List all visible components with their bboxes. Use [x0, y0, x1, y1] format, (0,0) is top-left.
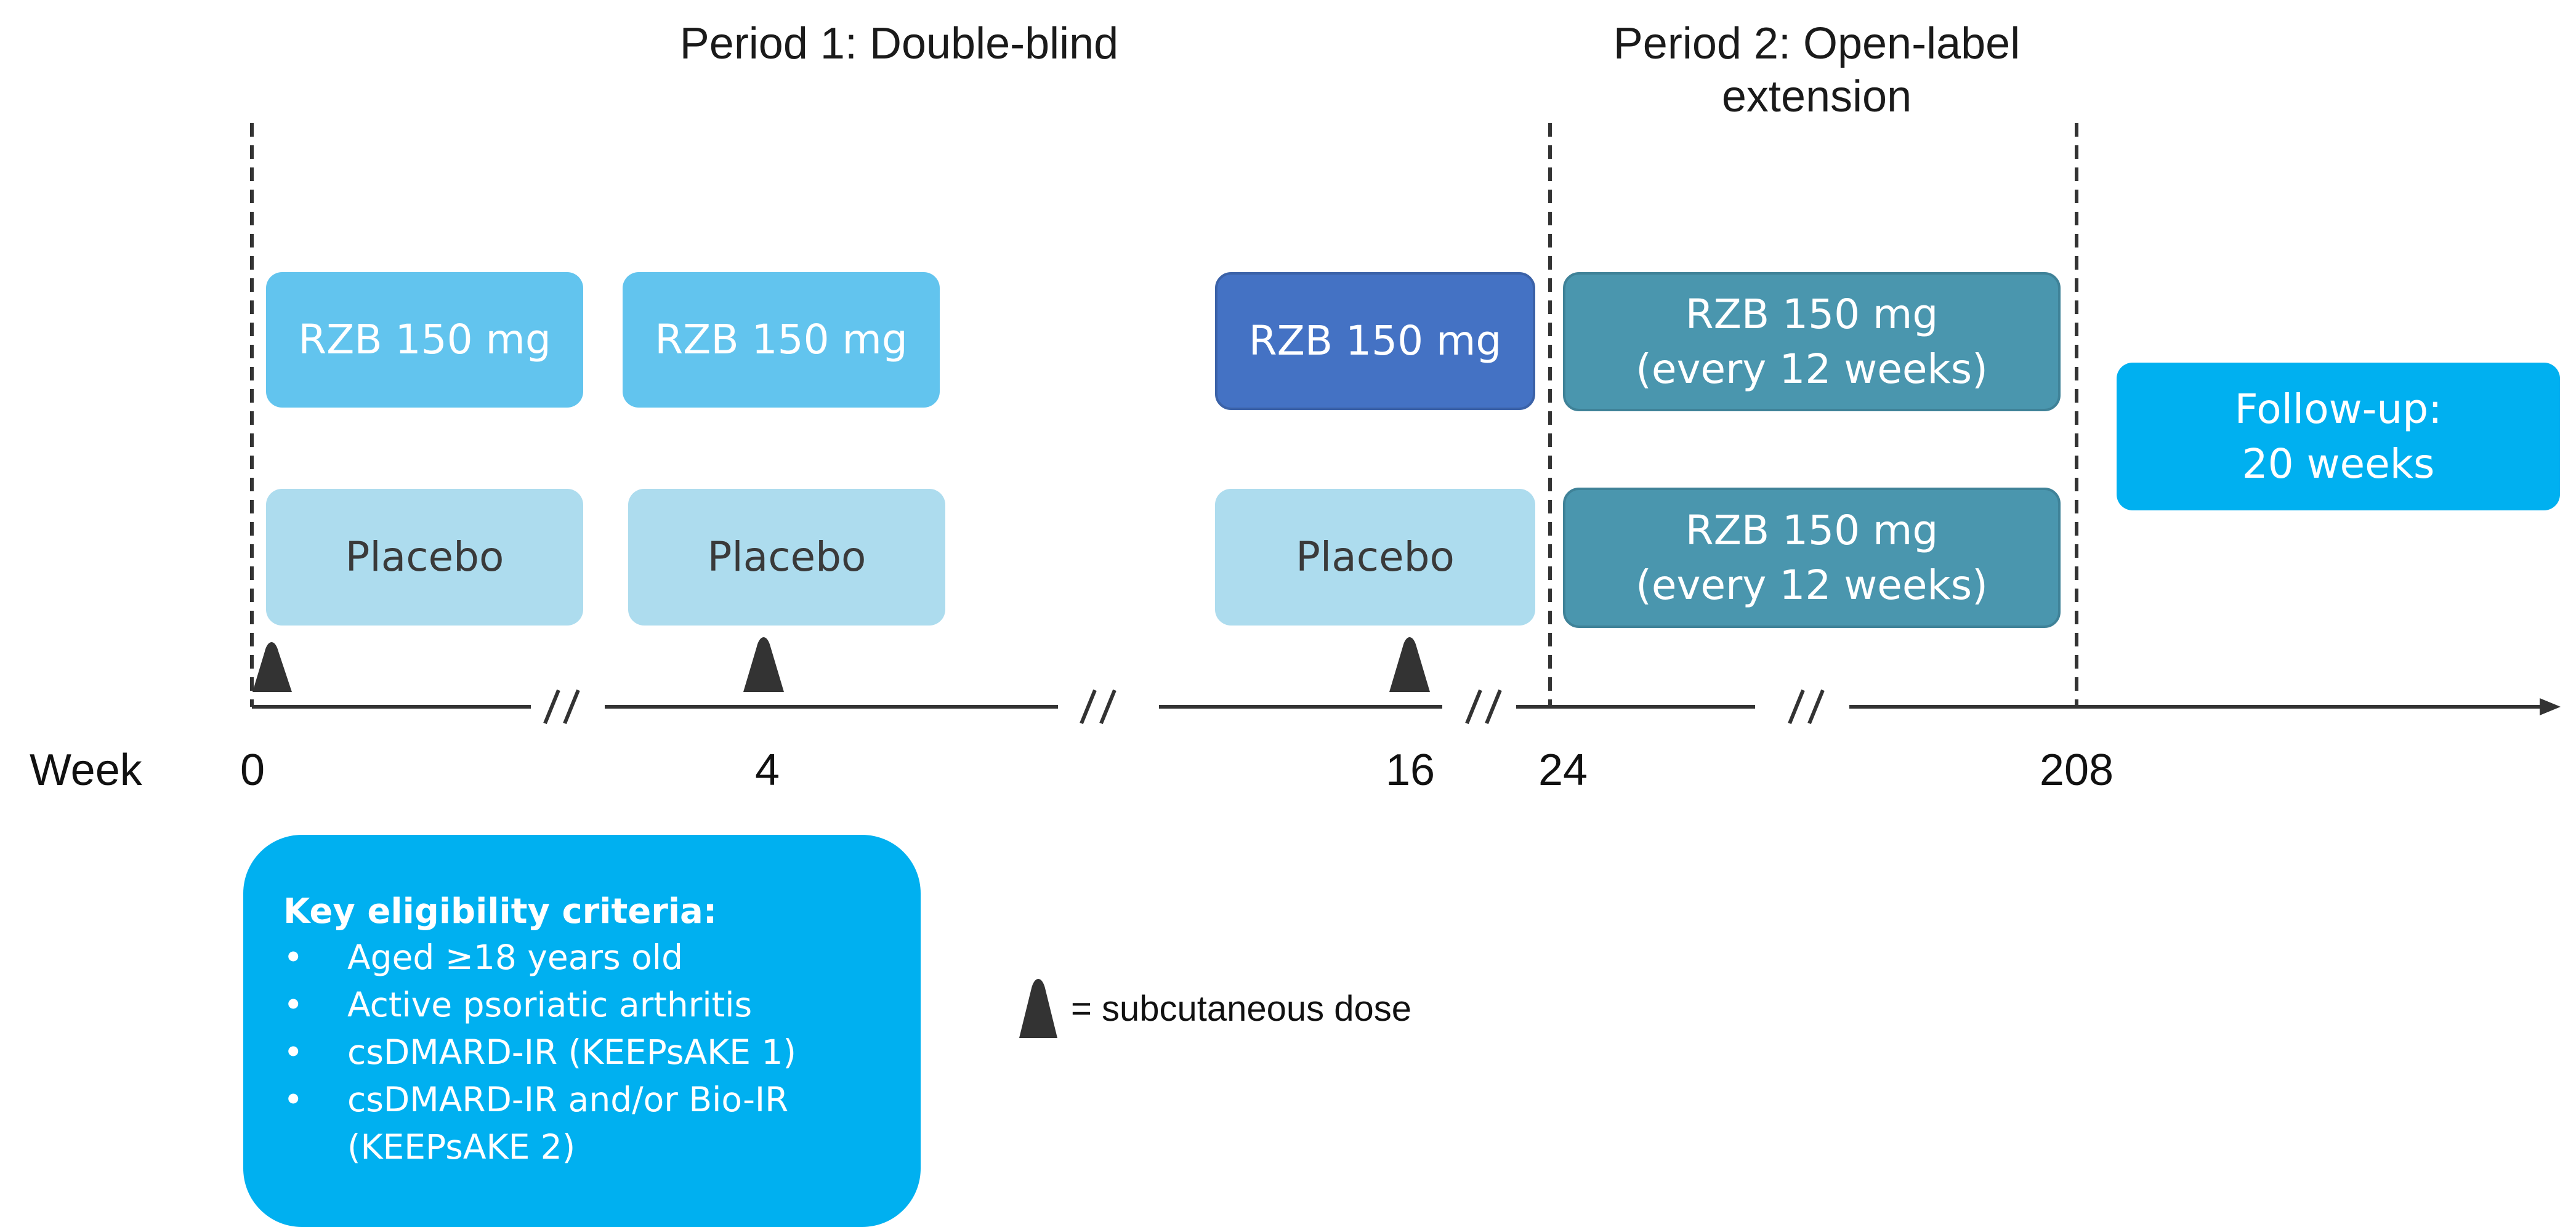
axis-break-mark — [1807, 689, 1825, 725]
period-1-title: Period 1: Double-blind — [679, 19, 1119, 68]
rzb-ole-arm-top: RZB 150 mg (every 12 weeks) — [1563, 272, 2061, 411]
axis-break-mark — [1080, 689, 1097, 725]
followup-box: Follow-up: 20 weeks — [2117, 363, 2560, 510]
week-tick-24: 24 — [1538, 746, 1588, 795]
triangle-icon — [1019, 979, 1057, 1038]
dose-triangle-icon-week-16 — [1389, 637, 1430, 692]
rzb-arm-week-16: RZB 150 mg — [1215, 272, 1535, 410]
axis-break-mark — [563, 689, 580, 725]
rzb-arm-week-0: RZB 150 mg — [266, 272, 583, 408]
criteria-item-text: csDMARD-IR (KEEPsAKE 1) — [347, 1032, 796, 1072]
axis-break-mark — [1485, 689, 1502, 725]
rzb-arm-week-4: RZB 150 mg — [623, 272, 940, 408]
axis-break-mark — [1465, 689, 1482, 725]
period-2-title: Period 2: Open-label extension — [1613, 19, 2021, 122]
dose-triangle-icon-week-0 — [252, 642, 292, 692]
week-axis-label: Week — [30, 746, 142, 795]
eligibility-criteria-title: Key eligibility criteria: — [283, 891, 717, 931]
criteria-item-text: Aged ≥18 years old — [347, 938, 684, 977]
eligibility-criteria-list: • Aged ≥18 years old • Active psoriatic ar… — [283, 934, 896, 1171]
axis-break-mark — [543, 689, 560, 725]
criteria-item: • Active psoriatic arthritis — [283, 981, 896, 1029]
week-tick-0: 0 — [240, 746, 265, 795]
rzb-ole-arm-bottom: RZB 150 mg (every 12 weeks) — [1563, 488, 2061, 628]
legend-text: = subcutaneous dose — [1071, 988, 1412, 1029]
bullet-icon: • — [283, 1032, 304, 1072]
placebo-arm-week-0: Placebo — [266, 489, 583, 626]
timeline-arrowhead — [2540, 698, 2561, 715]
eligibility-criteria-box: Key eligibility criteria: • Aged ≥18 year… — [243, 835, 921, 1227]
criteria-item-text: Active psoriatic arthritis — [347, 985, 753, 1024]
bullet-icon: • — [283, 985, 304, 1024]
placebo-arm-week-4: Placebo — [628, 489, 945, 626]
bullet-icon: • — [283, 938, 304, 977]
dose-legend: = subcutaneous dose — [1019, 978, 1411, 1039]
week-tick-4: 4 — [754, 746, 780, 795]
week-tick-16: 16 — [1385, 746, 1435, 795]
placebo-arm-week-16: Placebo — [1215, 489, 1535, 626]
criteria-item: • csDMARD-IR and/or Bio-IR (KEEPsAKE 2) — [283, 1076, 896, 1171]
criteria-item: • Aged ≥18 years old — [283, 934, 896, 981]
criteria-item-text: csDMARD-IR and/or Bio-IR (KEEPsAKE 2) — [347, 1080, 789, 1167]
week-tick-208: 208 — [2039, 746, 2114, 795]
bullet-icon: • — [283, 1080, 304, 1119]
criteria-item: • csDMARD-IR (KEEPsAKE 1) — [283, 1029, 896, 1076]
axis-break-mark — [1099, 689, 1116, 725]
dose-triangle-icon-week-4 — [743, 637, 784, 692]
axis-break-mark — [1788, 689, 1805, 725]
